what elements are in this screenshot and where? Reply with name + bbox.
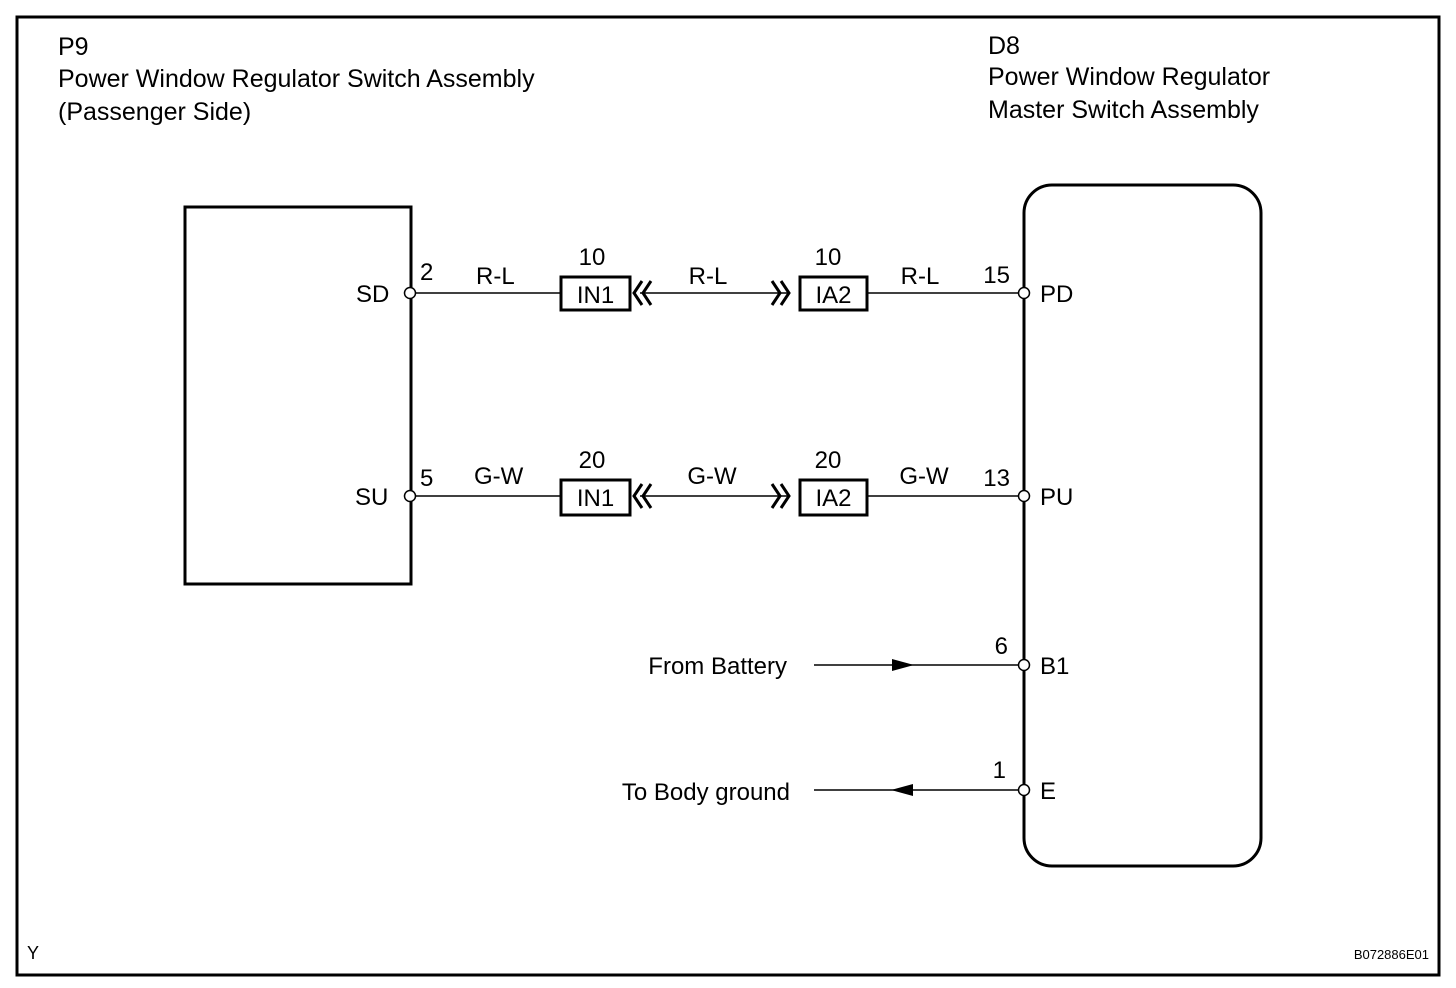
from-battery-label: From Battery: [648, 653, 787, 680]
wire-color-label: G-W: [474, 463, 524, 490]
connector-ia2: [798, 275, 869, 312]
circuit-2: SU 5 G-W IN1 20 G-W IA2 20 G-W 13 PU: [355, 447, 1073, 517]
wire-color-label: R-L: [689, 263, 728, 290]
arrow-left-icon: [891, 784, 913, 796]
pin-name-sd: SD: [356, 281, 389, 308]
wire-color-label: G-W: [687, 463, 737, 490]
connector-male-icon: [770, 280, 791, 306]
pin-name-su: SU: [355, 484, 388, 511]
terminal-circle: [1017, 286, 1031, 300]
connector-ia2-label: IA2: [815, 282, 851, 309]
terminal-circle: [1017, 658, 1031, 672]
left-component-name-line1: Power Window Regulator Switch Assembly: [58, 65, 535, 93]
connector-in1: [559, 275, 632, 312]
connector-male-icon: [770, 483, 791, 509]
connector-in1-pin: 10: [579, 244, 606, 271]
pin-name-pd: PD: [1040, 281, 1073, 308]
right-component-code: D8: [988, 32, 1020, 60]
left-component-title: P9 Power Window Regulator Switch Assembl…: [58, 33, 535, 126]
left-component-code: P9: [58, 33, 89, 61]
terminal-circle: [1017, 489, 1031, 503]
footer-left-mark: Y: [27, 943, 39, 963]
pin-number-1: 1: [993, 757, 1006, 784]
ground-circuit: To Body ground 1 E: [622, 757, 1056, 806]
left-component-box: [183, 205, 413, 586]
pin-number-6: 6: [995, 633, 1008, 660]
circuit-1: SD 2 R-L IN1 10 R-L IA2 10 R-L 15 PD: [356, 244, 1073, 312]
to-body-ground-label: To Body ground: [622, 779, 790, 806]
figure-id: B072886E01: [1354, 947, 1429, 962]
connector-in1: [559, 478, 632, 517]
connector-female-icon: [632, 483, 653, 509]
connector-in1-label: IN1: [577, 485, 614, 512]
connector-in1-pin: 20: [579, 447, 606, 474]
connector-ia2: [798, 478, 869, 517]
pin-number-5: 5: [420, 465, 433, 492]
wire-color-label: R-L: [901, 263, 940, 290]
connector-ia2-label: IA2: [815, 485, 851, 512]
wire-color-label: G-W: [899, 463, 949, 490]
right-component-name-line1: Power Window Regulator: [988, 63, 1270, 91]
connector-ia2-pin: 20: [815, 447, 842, 474]
right-component-name-line2: Master Switch Assembly: [988, 96, 1259, 124]
right-component-box: [1022, 183, 1263, 868]
connector-in1-label: IN1: [577, 282, 614, 309]
pin-name-b1: B1: [1040, 653, 1069, 680]
terminal-circle: [403, 286, 417, 300]
pin-number-15: 15: [983, 262, 1010, 289]
connector-female-icon: [632, 280, 653, 306]
pin-number-2: 2: [420, 259, 433, 286]
battery-circuit: From Battery 6 B1: [648, 633, 1069, 680]
arrow-right-icon: [892, 659, 914, 671]
diagram-frame: [15, 15, 1441, 977]
wire-color-label: R-L: [476, 263, 515, 290]
pin-name-pu: PU: [1040, 484, 1073, 511]
pin-number-13: 13: [983, 465, 1010, 492]
connector-ia2-pin: 10: [815, 244, 842, 271]
right-component-title: D8 Power Window Regulator Master Switch …: [988, 32, 1270, 124]
terminal-circle: [1017, 783, 1031, 797]
pin-name-e: E: [1040, 778, 1056, 805]
left-component-name-line2: (Passenger Side): [58, 98, 251, 126]
terminal-circle: [403, 489, 417, 503]
